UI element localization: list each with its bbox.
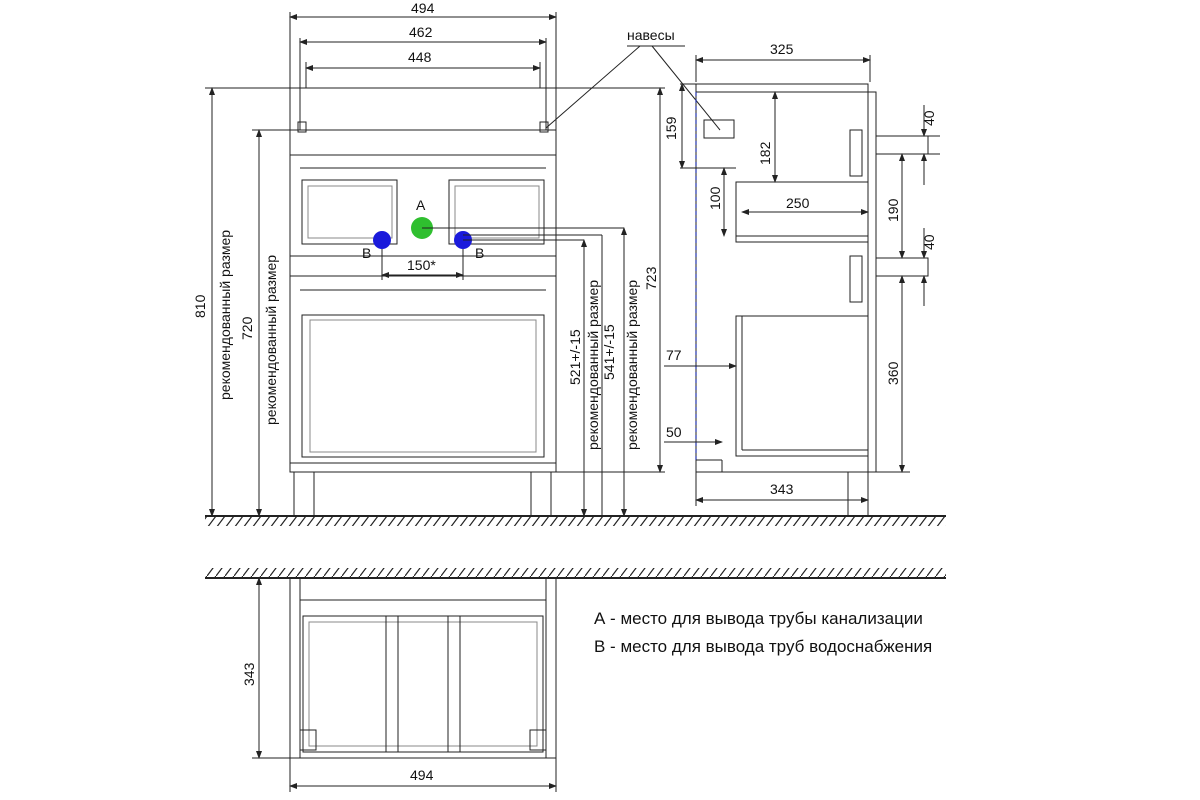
legend-line-a: А - место для вывода трубы канализации [594, 609, 923, 628]
front-top-panel [289, 87, 557, 131]
floor-line-upper [205, 515, 946, 526]
dim-side-325: 325 [770, 41, 794, 57]
legend-line-b: В - место для вывода труб водоснабжения [594, 637, 932, 656]
dim-side-40-mid: 40 [921, 234, 937, 250]
label-point-b-left: B [362, 245, 371, 261]
label-point-b-right: B [475, 245, 484, 261]
dim-front-494: 494 [411, 0, 435, 16]
label-point-a: A [416, 197, 426, 213]
dim-height-810: 810 [192, 294, 208, 318]
dim-recommended-723: рекомендованный размер [624, 280, 640, 450]
handle-lower [875, 257, 929, 277]
dim-side-100: 100 [707, 186, 723, 210]
dim-height-541: 541+/-15 [601, 324, 617, 380]
dim-pipe-distance: 150* [407, 257, 436, 273]
dim-side-190: 190 [885, 198, 901, 222]
front-leg-left [293, 471, 315, 517]
dim-height-723: 723 [643, 266, 659, 290]
legend: А - место для вывода трубы канализации В… [594, 609, 932, 656]
dim-recommended-720: рекомендованный размер [263, 255, 279, 425]
side-leg [847, 471, 869, 517]
front-view: A B B 150* 494 462 448 810 рекомендованн… [192, 0, 665, 517]
water-point-b-left [373, 231, 391, 249]
dim-side-50: 50 [666, 424, 682, 440]
dim-side-159: 159 [663, 116, 679, 140]
dim-height-720: 720 [239, 316, 255, 340]
label-hinges: навесы [627, 27, 675, 43]
front-lower-drawer [301, 314, 545, 458]
dim-recommended-810: рекомендованный размер [217, 230, 233, 400]
front-body [289, 129, 557, 473]
dim-recommended-521: рекомендованный размер [585, 280, 601, 450]
dim-side-250: 250 [786, 195, 810, 211]
dim-front-462: 462 [409, 24, 433, 40]
handle-upper [875, 135, 929, 155]
dim-side-360: 360 [885, 361, 901, 385]
front-leg-right [530, 471, 552, 517]
dim-front-448: 448 [408, 49, 432, 65]
plan-body [289, 577, 557, 759]
dim-height-521: 521+/-15 [567, 329, 583, 385]
side-body [695, 91, 877, 473]
side-view: 325 159 182 100 250 [663, 41, 940, 517]
dim-side-182: 182 [757, 141, 773, 165]
dim-side-77: 77 [666, 347, 682, 363]
dim-side-343: 343 [770, 481, 794, 497]
side-lower-drawer [735, 315, 869, 457]
dim-plan-494: 494 [410, 767, 434, 783]
dim-plan-343: 343 [241, 662, 257, 686]
dim-side-40-top: 40 [921, 110, 937, 126]
plan-view: 343 494 [205, 568, 946, 792]
hinges-callout: навесы [545, 27, 721, 131]
